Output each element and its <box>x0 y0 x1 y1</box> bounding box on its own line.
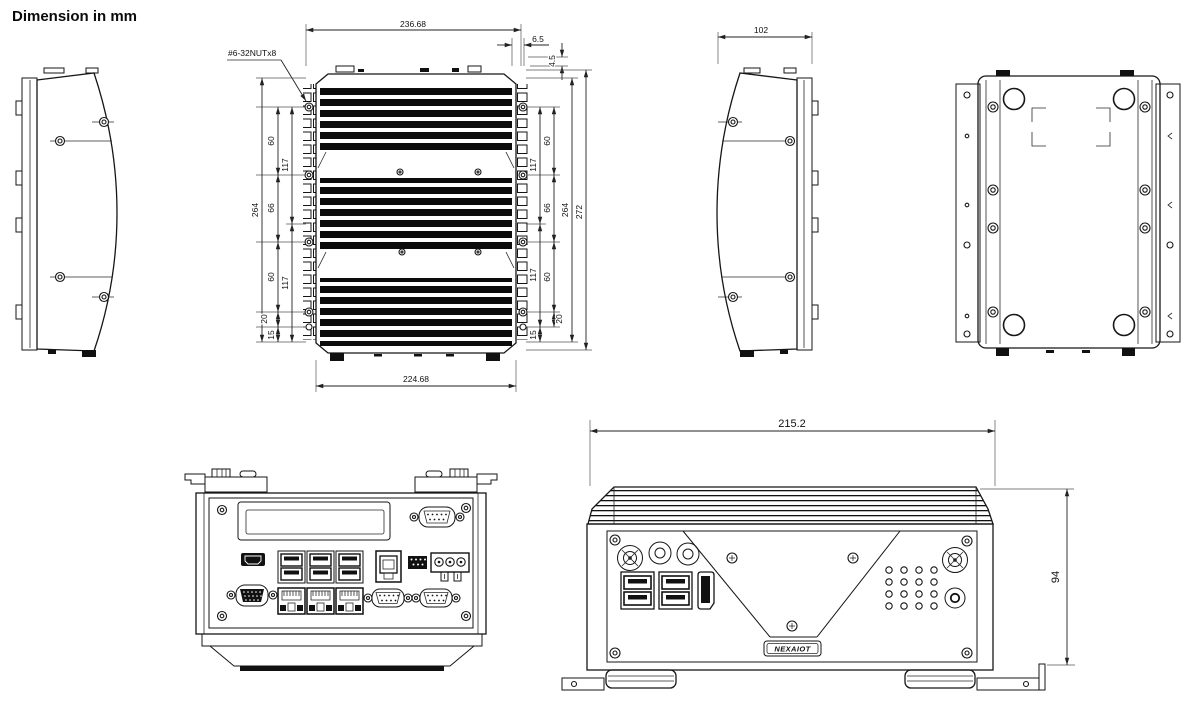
dim-front-height: 94 <box>1050 571 1062 583</box>
expansion-slot <box>237 501 391 541</box>
bottom-plate <box>977 75 1161 349</box>
screw <box>727 116 796 303</box>
dim-seg: 15 <box>528 330 538 340</box>
heatsink-fins <box>716 72 798 352</box>
screw <box>609 534 973 659</box>
antenna-connector <box>942 547 968 573</box>
heatsink-teeth-right <box>516 84 529 340</box>
foot-hole <box>1002 87 1136 337</box>
dim-top-width: 236.68 <box>400 19 426 29</box>
v-cover-plate <box>682 530 901 638</box>
screw <box>987 101 1151 318</box>
dim-bottom-width: 224.68 <box>403 374 429 384</box>
io-face-plate <box>208 497 474 629</box>
top-heatsink-ribs <box>588 487 993 524</box>
page-title: Dimension in mm <box>12 8 137 25</box>
mounting-rail <box>955 83 981 343</box>
dim-overall-right: 264 <box>560 203 570 217</box>
audio-jack <box>676 542 700 566</box>
brand-logo: NEXAIOT <box>763 640 822 657</box>
hdmi-port <box>241 553 265 566</box>
side-view-right: 102 <box>716 24 819 357</box>
usb-b-port <box>375 550 402 583</box>
dim-seg: 117 <box>528 158 538 172</box>
usb-stack <box>277 550 306 584</box>
heatsink-fins <box>320 278 512 346</box>
dim-offset-h: 6.5 <box>532 34 544 44</box>
audio-jack <box>648 541 672 565</box>
brand-logo-text: NEXAIOT <box>774 645 811 654</box>
antenna-connector <box>617 545 643 571</box>
lan-port <box>306 587 335 615</box>
front-io-view: NEXAIOT 215.2 94 <box>561 417 1075 691</box>
bottom-view <box>955 70 1181 356</box>
power-terminal-block <box>430 552 470 582</box>
usb-stack <box>306 550 335 584</box>
front-heatsink-view <box>303 65 529 361</box>
dim-offset-v: 4.5 <box>547 55 557 67</box>
screw <box>54 116 110 303</box>
rear-io-view <box>184 468 498 671</box>
dim-seg: 117 <box>280 158 290 172</box>
dim-seg: 15 <box>266 330 276 340</box>
dim-seg: 20 <box>554 314 564 324</box>
rubber-foot <box>330 353 344 361</box>
lan-port <box>277 587 306 615</box>
dim-seg: 117 <box>528 268 538 282</box>
heatsink-fins <box>320 86 512 150</box>
usb-stack <box>335 550 364 584</box>
dim-side-depth: 102 <box>754 25 768 35</box>
dim-seg: 66 <box>266 203 276 213</box>
rubber-foot <box>996 348 1009 356</box>
displayport <box>697 571 715 610</box>
front-face-plate <box>606 530 978 663</box>
power-button <box>944 587 966 609</box>
heatsink-fins <box>36 72 118 352</box>
dim-seg: 60 <box>266 136 276 146</box>
mounting-bracket <box>184 468 498 493</box>
db9-serial-port <box>411 588 461 608</box>
dim-overall-left: 264 <box>250 203 260 217</box>
dip-switch-block <box>408 556 427 569</box>
lan-port <box>335 587 364 615</box>
rubber-foot <box>605 669 976 689</box>
side-view-left <box>15 67 118 357</box>
nut-callout: #6-32NUTx8 <box>228 48 276 58</box>
dim-seg: 60 <box>542 272 552 282</box>
db9-serial-port <box>409 506 465 528</box>
heatsink-teeth-left <box>303 84 316 340</box>
dim-front-width: 215.2 <box>778 418 806 430</box>
bottom-heatsink <box>201 633 483 671</box>
dim-overall-depth: 272 <box>574 205 584 219</box>
db9-serial-port <box>363 588 413 608</box>
mounting-bracket <box>561 663 1046 691</box>
vga-port <box>226 584 278 607</box>
rubber-foot <box>1122 348 1135 356</box>
heatsink-fins <box>320 178 512 250</box>
dim-seg: 60 <box>266 272 276 282</box>
heatsink-dimensions: #6-32NUTx8 236.68 6.5 4.5 224.68 264 60 … <box>227 18 592 392</box>
usb-stack <box>620 571 655 610</box>
rubber-foot <box>486 353 500 361</box>
dim-seg: 20 <box>259 314 269 324</box>
speaker-vent-grid <box>885 566 938 610</box>
dim-seg: 117 <box>280 276 290 290</box>
dim-seg: 60 <box>542 136 552 146</box>
dim-seg: 66 <box>542 203 552 213</box>
screw <box>396 168 482 256</box>
usb-stack <box>658 571 693 610</box>
mounting-rail <box>1155 83 1181 343</box>
screw <box>216 502 472 622</box>
